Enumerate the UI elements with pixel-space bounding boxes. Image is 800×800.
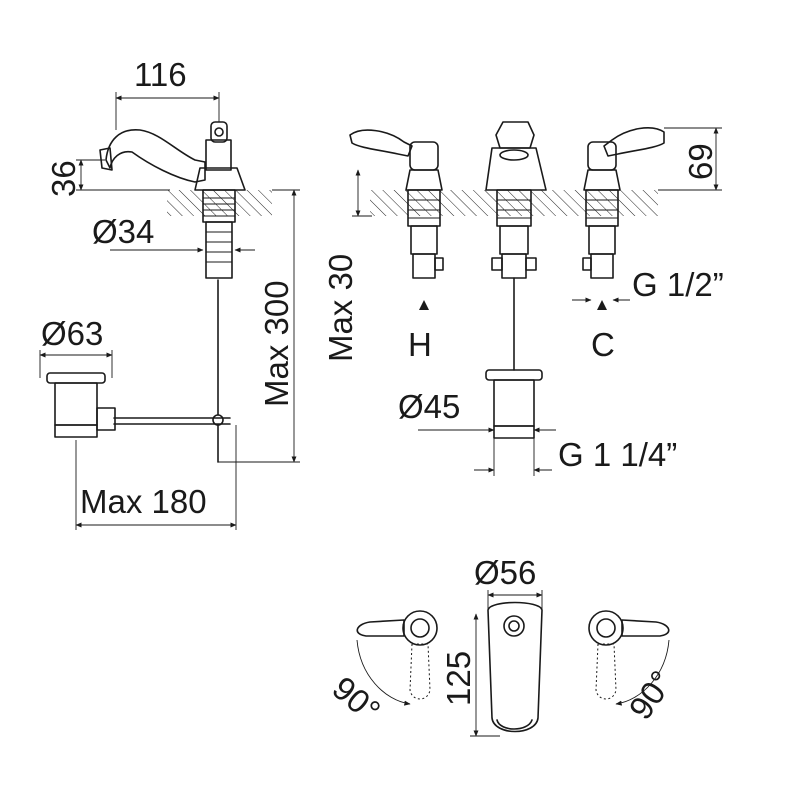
left-rotation-arc [356, 639, 411, 706]
shank-threads [203, 197, 235, 217]
waste-body [54, 382, 98, 426]
left-valve-plan-inner [410, 618, 430, 638]
dim-30-label: Max 30 [322, 254, 359, 362]
cold-shank-lower [588, 225, 616, 255]
dim-g114-label: G 1 1/4” [558, 436, 677, 473]
cold-arrow [597, 300, 607, 310]
left-valve-plan [402, 610, 438, 646]
right-handle-plan [621, 619, 670, 637]
rotation-left-label: 90° [326, 669, 388, 729]
dim-34-label: Ø34 [92, 213, 154, 250]
spout-body [485, 147, 547, 191]
dim-56-label: Ø56 [474, 554, 536, 591]
hot-shank-lower [410, 225, 438, 255]
dim-69-label: 69 [682, 143, 719, 180]
spout-shank-lower [499, 225, 529, 255]
hot-valve-base [405, 169, 443, 191]
rotation-right-label: 90° [621, 664, 680, 726]
dim-45-label: Ø45 [398, 388, 460, 425]
dim-180-label: Max 180 [80, 483, 207, 520]
spout-left-nut [491, 257, 503, 271]
center-waste [485, 369, 543, 439]
bottom-dimensions [470, 590, 543, 737]
dim-g12-label: G 1/2” [632, 266, 724, 303]
hot-connector [412, 253, 436, 279]
tap-body [205, 139, 232, 171]
cold-lever-handle [603, 127, 665, 157]
spout-outlet [499, 149, 529, 161]
dim-300-label: Max 300 [258, 280, 295, 407]
tap-base [194, 167, 246, 191]
cold-side-nut [582, 257, 592, 271]
waste-connector [96, 407, 116, 431]
hot-arrow [419, 300, 429, 310]
dim-36-label: 36 [45, 160, 82, 197]
hot-label: H [408, 326, 432, 363]
right-rotation-arc [615, 639, 670, 706]
shank-lower-threads [206, 231, 232, 263]
left-dimensions [39, 92, 300, 530]
waste-thread [54, 424, 98, 438]
tap-handle-top [210, 121, 228, 143]
right-handle-rotated [595, 643, 617, 700]
left-handle-plan [356, 619, 405, 637]
central-spout [485, 121, 547, 371]
spout-outline [105, 129, 206, 183]
spout-plan-tip [496, 719, 533, 730]
spout-plan [487, 601, 543, 733]
right-dimensions [352, 127, 722, 476]
deck-hatch-left [167, 190, 272, 216]
cold-connector [590, 253, 614, 279]
dim-116-label: 116 [134, 56, 187, 93]
hot-lever-handle [349, 129, 413, 157]
spout-connector [501, 253, 527, 279]
dim-125-label: 125 [440, 651, 477, 706]
hot-valve [349, 129, 444, 279]
waste-flange [46, 372, 106, 384]
right-valve-plan [588, 610, 624, 646]
shank-lower [205, 221, 233, 279]
right-valve-plan-inner [596, 618, 616, 638]
hot-side-nut [434, 257, 444, 271]
spout-plan-hub [503, 615, 525, 637]
cold-label: C [591, 326, 615, 363]
tap-handle-cap [214, 127, 224, 137]
center-waste-body [493, 379, 535, 427]
cold-valve-base [583, 169, 621, 191]
cold-valve [582, 127, 665, 279]
three-hole-front-view [349, 121, 665, 439]
center-waste-thread [493, 425, 535, 439]
top-view [356, 601, 670, 733]
hot-valve-head [409, 141, 439, 171]
dim-63-label: Ø63 [41, 315, 103, 352]
spout-aerator [99, 147, 113, 171]
left-handle-rotated [409, 643, 431, 700]
center-waste-flange [485, 369, 543, 381]
deck-hatch-right [370, 190, 658, 216]
single-tap-side-view [46, 121, 272, 463]
spout-plan-hub-inner [508, 620, 520, 632]
spout-top [495, 121, 535, 149]
spout-right-nut [525, 257, 537, 271]
